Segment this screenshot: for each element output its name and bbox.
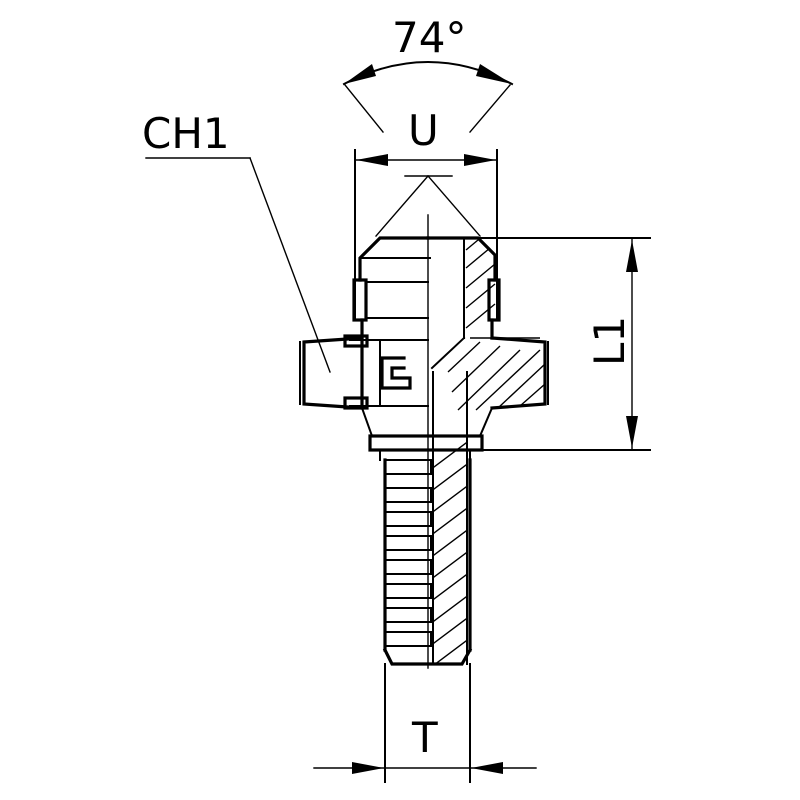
- tail-barbs: [384, 459, 432, 647]
- hose-tail: [382, 371, 473, 666]
- t-dimension: T: [313, 663, 537, 783]
- angle-label: 74°: [392, 13, 466, 62]
- l1-label: L1: [585, 316, 634, 366]
- ch1-label: CH1: [142, 109, 230, 158]
- ch1-leader: CH1: [142, 109, 331, 373]
- u-label: U: [408, 106, 439, 155]
- angle-dimension: 74°: [342, 13, 514, 133]
- l1-dimension: L1: [477, 237, 651, 451]
- u-dimension: U: [354, 106, 498, 321]
- t-label: T: [411, 713, 438, 762]
- cone-apex-lines: [375, 175, 481, 237]
- fitting-body: [299, 236, 549, 461]
